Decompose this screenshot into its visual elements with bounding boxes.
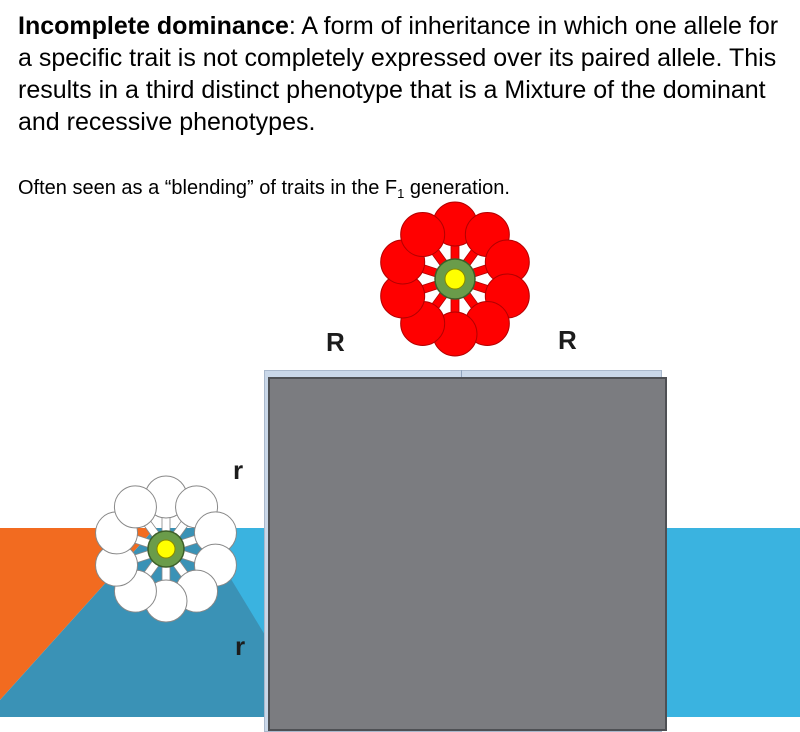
blue-band (660, 528, 800, 717)
allele-side-bottom: r (235, 631, 245, 662)
red-flower-icon (376, 200, 534, 358)
note-text: Often seen as a “blending” of traits in … (18, 177, 397, 199)
definition-term: Incomplete dominance (18, 12, 289, 40)
white-flower-icon (90, 473, 242, 625)
allele-top-right: R (558, 325, 577, 356)
note-text-end: generation. (404, 177, 510, 199)
definition-paragraph: Incomplete dominance: A form of inherita… (18, 10, 793, 138)
punnett-square-cover (268, 377, 667, 731)
allele-top-left: R (326, 327, 345, 358)
allele-side-top: r (233, 455, 243, 486)
